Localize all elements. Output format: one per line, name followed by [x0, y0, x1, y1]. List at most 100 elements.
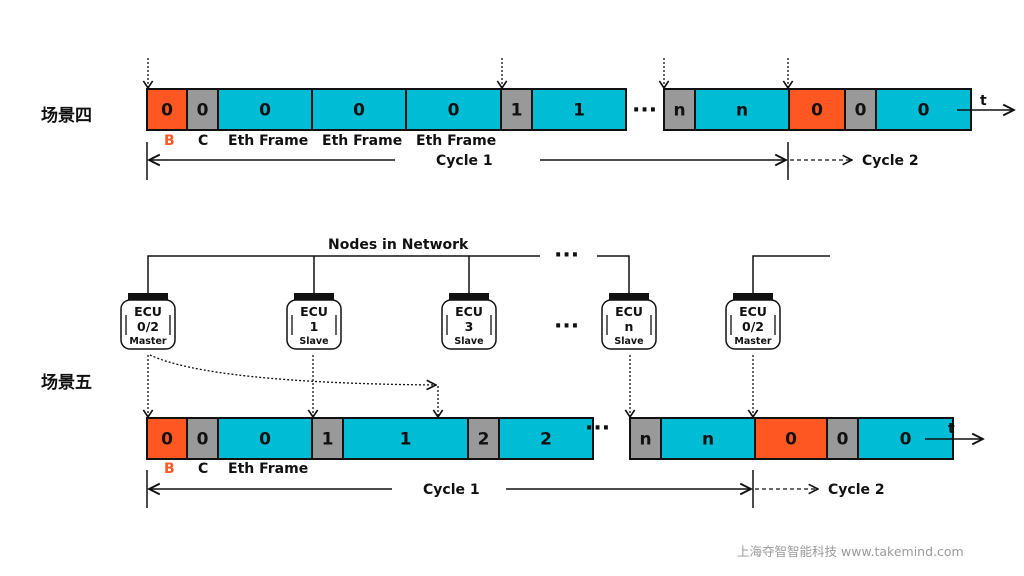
scene5-sublabel-control: C	[198, 461, 208, 477]
scene5-segment-frame	[217, 417, 313, 460]
network-title: Nodes in Network	[328, 237, 469, 253]
scene4-sublabel-beacon: B	[164, 133, 175, 149]
scene4-segment-label: 0	[448, 101, 460, 121]
ecu-body	[601, 299, 657, 350]
scene5-segment-label: 1	[400, 430, 412, 450]
ecu-role: Master	[129, 336, 167, 347]
scene4-sublabel-frame: Eth Frame	[322, 133, 402, 149]
ecu-body	[441, 299, 497, 350]
ecu-role: Slave	[614, 336, 643, 347]
scene4-timeline-group2: n n 0 0 0	[663, 88, 972, 131]
bus-line	[752, 255, 830, 293]
scene4-segment-control	[500, 88, 533, 131]
scene4-timeline-group1: 0 0 0 0 0 1 1	[146, 88, 627, 131]
scene4-segment-label: 0	[811, 101, 823, 121]
scene4-segment-label: 0	[259, 101, 271, 121]
ecu-id: 0/2	[137, 319, 159, 334]
scene4-segment-control	[186, 88, 219, 131]
scene4-segment-label: 0	[161, 101, 173, 121]
ecu-id: 1	[310, 319, 319, 334]
scene5-segment-label: 0	[785, 430, 797, 450]
ecu-body	[286, 299, 342, 350]
scene5-title: 场景五	[41, 373, 92, 393]
scene5-segment-label: 2	[540, 430, 552, 450]
scene4-segment-label: n	[736, 101, 748, 121]
scene4-title: 场景四	[41, 106, 92, 126]
scene4-segment-frame	[405, 88, 502, 131]
scene4-sublabel-control: C	[198, 133, 208, 149]
scene5-timeline-group1: 0 0 0 1 1 2 2	[146, 417, 594, 460]
scene4-segment-frame	[875, 88, 972, 131]
ecu-role: Master	[734, 336, 772, 347]
scene4-ellipsis: ···	[632, 98, 657, 123]
scene5-segment-label: 2	[478, 430, 490, 450]
ecu-id: n	[625, 319, 634, 334]
scene5-segment-label: 0	[837, 430, 849, 450]
ecu-id: 0/2	[742, 319, 764, 334]
scene4-sublabel-frame: Eth Frame	[228, 133, 308, 149]
ecu-connector	[294, 293, 334, 302]
scene5-segment-control	[467, 417, 500, 460]
ecu-body	[120, 299, 176, 350]
scene5-trigger-arrows	[148, 354, 753, 417]
scene4-sublabel-frame: Eth Frame	[416, 133, 496, 149]
ecu-id: 3	[465, 319, 474, 334]
scene4-segment-label: 0	[197, 101, 209, 121]
trigger-curve-arrow	[149, 354, 436, 385]
scene5-cycle2-label: Cycle 2	[828, 482, 885, 498]
ecu-nodes: ECU0/2MasterECU1SlaveECU3SlaveECUnSlaveE…	[120, 293, 781, 350]
ecu-name: ECU	[300, 304, 328, 319]
scene5-segment-control	[629, 417, 662, 460]
scene5-sublabel-frame: Eth Frame	[228, 461, 308, 477]
ecu-name: ECU	[134, 304, 162, 319]
scene4-segment-label: 1	[573, 101, 585, 121]
scene4-segment-label: n	[673, 101, 685, 121]
ecu-connector	[733, 293, 773, 302]
ecu-name: ECU	[615, 304, 643, 319]
scene5-ellipsis: ···	[585, 416, 610, 441]
ecu-name: ECU	[455, 304, 483, 319]
scene4-segment-label: 0	[353, 101, 365, 121]
scene4-time-label: t	[980, 93, 987, 109]
scene4-segment-label: 0	[918, 101, 930, 121]
scene4-segment-frame	[531, 88, 627, 131]
scene5-segment-frame	[660, 417, 756, 460]
ecu-connector	[449, 293, 489, 302]
scene4-segment-frame	[311, 88, 407, 131]
scene5-segment-control	[826, 417, 859, 460]
scene5-sublabel-beacon: B	[164, 461, 175, 477]
network-bus	[147, 255, 830, 293]
scene4-segment-frame	[217, 88, 313, 131]
scene5-segment-label: n	[702, 430, 714, 450]
scene5-segment-label: 0	[900, 430, 912, 450]
scene5-segment-label: 0	[197, 430, 209, 450]
network-nodes-ellipsis: ···	[554, 314, 579, 339]
scene5-segment-label: 0	[259, 430, 271, 450]
scene5-segment-label: 1	[322, 430, 334, 450]
scene4-segment-label: 0	[855, 101, 867, 121]
scene5-timeline-group2: n n 0 0 0	[629, 417, 954, 460]
ecu-name: ECU	[739, 304, 767, 319]
scene5-time-label: t	[948, 421, 955, 437]
bus-line	[597, 255, 630, 293]
bus-line	[147, 255, 540, 293]
scene5-segment-label: n	[639, 430, 651, 450]
scene4-cycle1-label: Cycle 1	[436, 153, 493, 169]
scene5-cycle1-label: Cycle 1	[423, 482, 480, 498]
ecu-role: Slave	[299, 336, 328, 347]
ecu-body	[725, 299, 781, 350]
scene4-cycle2-label: Cycle 2	[862, 153, 919, 169]
ecu-role: Slave	[454, 336, 483, 347]
watermark: 上海夺智智能科技 www.takemind.com	[737, 544, 964, 559]
ecu-connector	[128, 293, 168, 302]
scene5-segment-frame	[498, 417, 594, 460]
ecu-connector	[609, 293, 649, 302]
scene4-trigger-arrows	[148, 58, 788, 88]
scene5-segment-label: 0	[161, 430, 173, 450]
scene4-segment-label: 1	[511, 101, 523, 121]
